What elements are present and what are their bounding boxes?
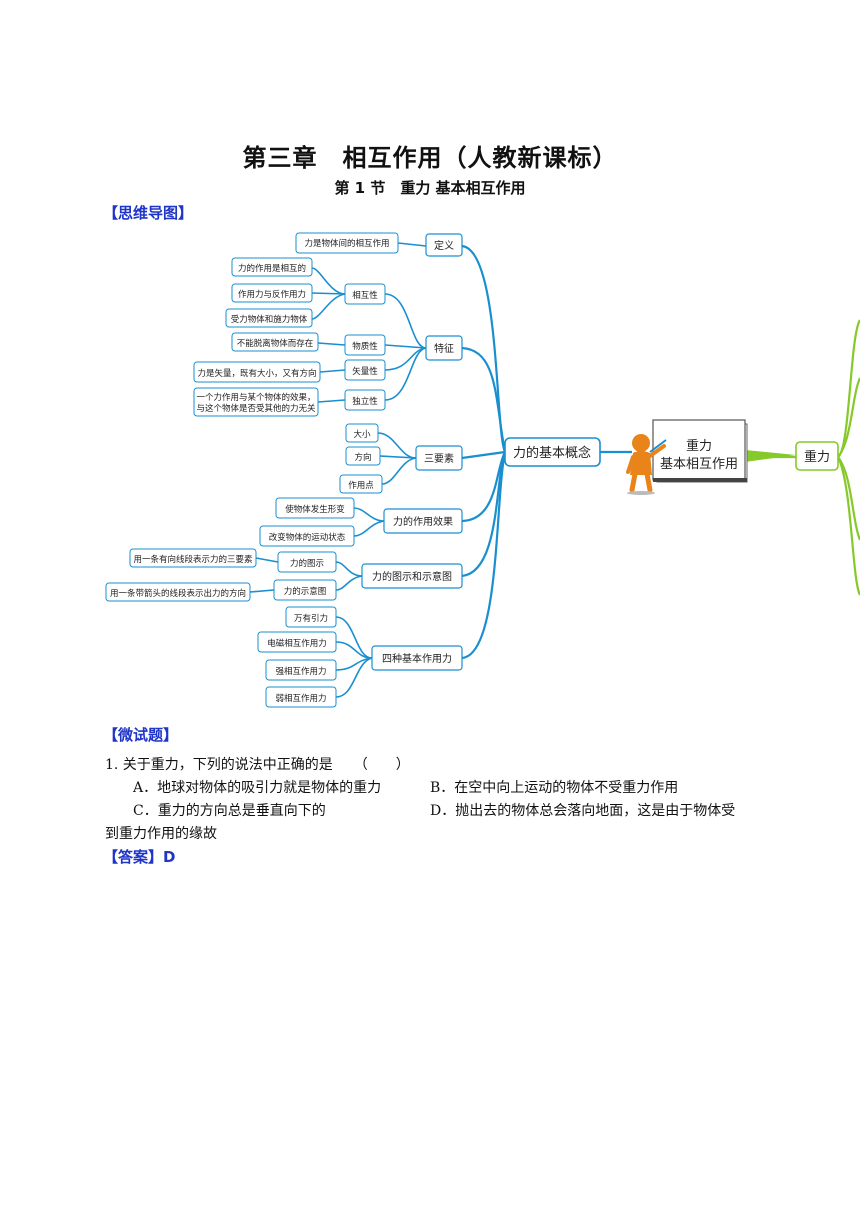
main-topic-label: 力的基本概念 [513,445,591,461]
node-dingyi: 定义 [434,239,454,252]
node-sz4: 弱相互作用力 [275,693,326,704]
node-sz1: 万有引力 [294,613,328,624]
node-fangxiang: 方向 [354,452,371,463]
connector-center-right [745,450,796,462]
leaf-dl-line1: 一个力作用与某个物体的效果， [196,392,315,403]
level3-nodes [105,232,399,708]
option-c: C．重力的方向总是垂直向下的 [133,803,326,819]
node-sz3: 强相互作用力 [275,666,326,677]
leaf-dingyi: 力是物体间的相互作用 [304,238,389,249]
leaf-xh1: 力的作用是相互的 [238,263,306,274]
leaf-xg1: 使物体发生形变 [285,504,345,515]
section-title: 第 1 节 重力 基本相互作用 [334,179,526,197]
leaf-tushi1: 用一条有向线段表示力的三要素 [133,554,253,565]
option-d-continued: 到重力作用的缘故 [105,826,217,842]
node-daxiao: 大小 [353,429,371,440]
center-topic-card: 重力 基本相互作用 [652,419,748,483]
answer-value: D [163,848,176,866]
node-sanyaosu: 三要素 [424,452,454,465]
node-dulixing: 独立性 [352,396,378,407]
center-line2: 基本相互作用 [660,457,738,472]
leaf-wz: 不能脱离物体而存在 [237,338,314,349]
leaf-tushi2: 用一条带箭头的线段表示出力的方向 [110,588,246,599]
main-topic-node: 力的基本概念 [504,437,601,467]
mindmap-heading: 【思维导图】 [103,204,194,222]
leaf-xh3: 受力物体和施力物体 [231,314,308,325]
leaf-sl: 力是矢量，既有大小，又有方向 [197,368,316,379]
node-tushi2: 力的示意图 [284,586,327,597]
node-xiaoguo: 力的作用效果 [393,515,453,528]
node-tushi1: 力的图示 [290,558,324,569]
node-wuzhixing: 物质性 [352,341,378,352]
option-d: D．抛出去的物体总会落向地面，这是由于物体受 [430,803,736,819]
quiz-heading: 【微试题】 [103,726,179,744]
node-shiliangxing: 矢量性 [352,366,378,377]
option-b: B．在空中向上运动的物体不受重力作用 [430,780,679,796]
node-tezheng: 特征 [434,343,454,355]
node-tushi: 力的图示和示意图 [372,570,452,583]
answer-label: 【答案】 [103,848,164,866]
node-sizhong: 四种基本作用力 [382,652,452,665]
mind-map: 重力 基本相互作用 重力 力的基本概念 定义 特征 三要素 力的作用效果 力的图… [105,232,860,708]
option-a: A．地球对物体的吸引力就是物体的重力 [133,780,382,796]
leaf-xh2: 作用力与反作用力 [238,289,306,300]
leaf-dl-line2: 与这个物体是否受其他的力无关 [196,403,316,414]
right-green-branch [745,319,860,596]
chapter-title: 第三章 相互作用（人教新课标） [242,144,618,172]
node-sz2: 电磁相互作用力 [267,638,327,649]
right-branch-node: 重力 [795,441,839,471]
question-text: 1. 关于重力，下列的说法中正确的是 （ ） [105,757,410,773]
secondary-blue-branches [249,242,427,698]
node-zuoyongdian: 作用点 [348,480,374,491]
node-xianghuxing: 相互性 [352,290,378,301]
leaf-xg2: 改变物体的运动状态 [269,532,346,543]
center-line1: 重力 [686,438,712,454]
answer-line: 【答案】D [103,846,175,867]
right-branch-label: 重力 [804,449,830,465]
